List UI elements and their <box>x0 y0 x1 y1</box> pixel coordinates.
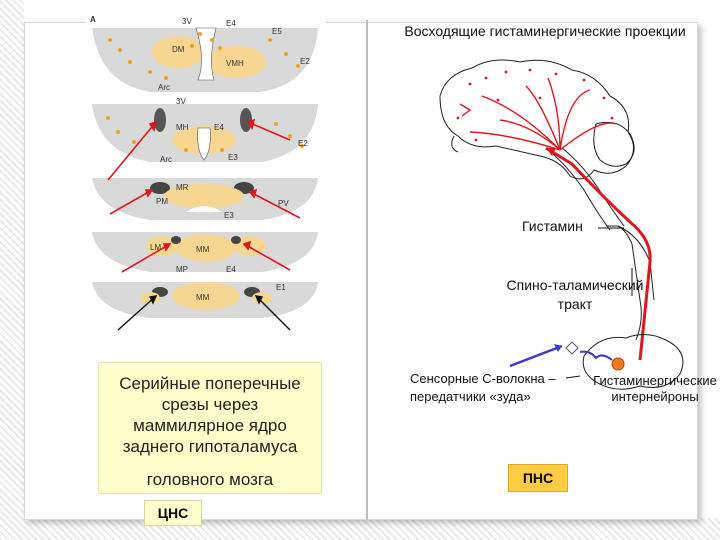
histamine-projection-dots <box>456 68 614 142</box>
slice-2: 3V MH E4 E3 E2 Arc <box>92 97 318 164</box>
slice4-label-e4: E4 <box>226 265 236 274</box>
slice-4: LM MM E4 MP <box>92 232 318 274</box>
sensory-label-line <box>565 375 581 379</box>
caption-line-1: Серийные поперечные <box>119 374 301 393</box>
interneuron-cell <box>611 357 625 371</box>
caption-line-5: головного мозга <box>146 470 274 489</box>
slice5-label-mm: MM <box>196 293 210 302</box>
spinal-cord-outline <box>582 334 684 390</box>
vertical-divider <box>366 20 368 520</box>
slice2-label-3v: 3V <box>176 97 186 106</box>
slice4-label-mm: MM <box>196 245 210 254</box>
cns-badge: ЦНС <box>144 500 202 526</box>
caption-line-2: срезы через <box>161 395 259 414</box>
slice3-label-pm: PM <box>156 197 168 206</box>
sensory-c-fiber-line <box>509 344 563 368</box>
caption-line-3: маммилярное ядро <box>133 416 287 435</box>
panel-letter: A <box>90 15 96 24</box>
spinothalamic-arrowhead <box>546 148 556 156</box>
slice1-label-e2: E2 <box>300 57 310 66</box>
projections-title: Восходящие гистаминергические проекции <box>404 23 686 39</box>
slice3-label-pv: PV <box>278 199 289 208</box>
spinothalamic-label: Спино-таламический тракт <box>506 277 644 312</box>
interneurons-label: Гистаминергические интернейроны <box>593 373 717 404</box>
caption-line-4: заднего гипоталамуса <box>122 437 298 456</box>
slice3-label-e3: E3 <box>224 211 234 220</box>
slice-1: 3V E4 E5 DM VMH E2 Arc <box>92 17 318 92</box>
sensory-fiber-terminal <box>579 350 613 361</box>
slice4-label-lm: LM <box>150 243 161 252</box>
slice2-label-e2: E2 <box>298 139 308 148</box>
slice2-label-e3: E3 <box>228 153 238 162</box>
red-pointer-arrows <box>107 118 301 273</box>
slice-3: MR PM E3 PV <box>92 178 318 220</box>
background-pattern-left <box>0 0 24 540</box>
caption-box: Серийные поперечные срезы через маммиляр… <box>98 362 322 494</box>
sensory-fiber-arrowhead <box>554 344 562 352</box>
slice1-label-vmh: VMH <box>226 59 244 68</box>
slice1-label-e5: E5 <box>272 27 282 36</box>
sensory-fibers-label: Сенсорные С-волокна – передатчики «зуда» <box>410 371 556 404</box>
histamine-projections <box>459 77 617 151</box>
slice2-label-arc: Arc <box>160 155 172 164</box>
slice-5: MM E1 <box>92 282 318 318</box>
slice1-label-e4: E4 <box>226 19 236 28</box>
slice1-label-3v: 3V <box>182 17 192 26</box>
black-pointer-arrows <box>117 295 291 331</box>
slice5-label-e1: E1 <box>276 283 286 292</box>
ganglion-marker <box>565 341 579 355</box>
slice1-label-dm: DM <box>172 45 185 54</box>
pns-badge: ПНС <box>508 464 568 492</box>
spinothalamic-tract-line <box>545 146 652 361</box>
slice2-label-mh: MH <box>176 123 189 132</box>
slice2-label-e4: E4 <box>214 123 224 132</box>
slice4-label-mp: MP <box>176 265 188 274</box>
histamine-label: Гистамин <box>522 218 583 234</box>
slice1-label-arc: Arc <box>158 83 170 92</box>
slice3-label-mr: MR <box>176 183 189 192</box>
